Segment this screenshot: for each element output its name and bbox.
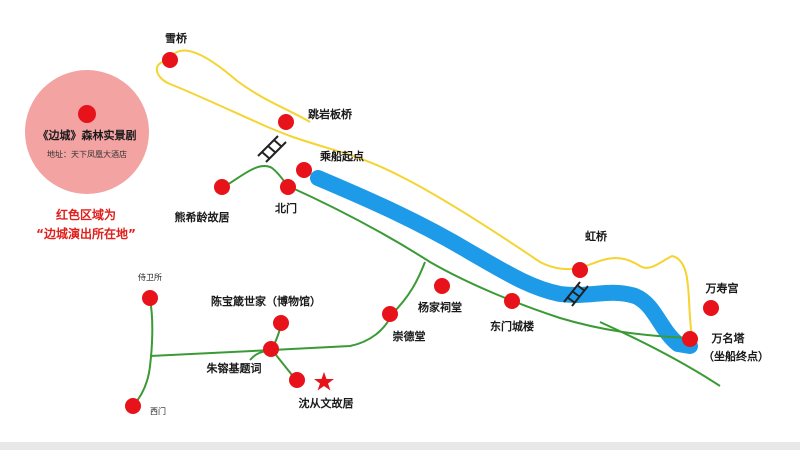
poi-hongqiao-label: 虹桥: [585, 229, 608, 243]
tuojiang-river: [310, 170, 698, 354]
poi-shencongwenguju-marker[interactable]: [289, 372, 305, 388]
poi-ximen-label: 西门: [150, 406, 166, 416]
poi-yangjiacitang-label: 杨家祠堂: [418, 300, 462, 314]
venue-area[interactable]: [25, 70, 149, 194]
venue-address: 地址：天下凤凰大酒店: [47, 149, 127, 159]
poi-chengchuanqidian-label: 乘船起点: [319, 149, 364, 163]
poi-chongdetang-marker[interactable]: [382, 306, 398, 322]
poi-wanmingta-note: （坐船终点）: [703, 349, 769, 363]
poi-shencongwenguju-label: 沈从文故居: [299, 396, 354, 410]
venue-marker[interactable]: [78, 105, 96, 123]
poi-shiwensuo-marker[interactable]: [142, 290, 158, 306]
yellow-trail: [155, 59, 693, 341]
yellow-trail-top: [171, 49, 311, 123]
poi-dongmenchenglou-marker[interactable]: [504, 293, 520, 309]
poi-chengchuanqidian-marker[interactable]: [296, 162, 312, 178]
poi-xueqiao-label: 雪桥: [165, 31, 188, 45]
venue-note-line1: 红色区域为: [56, 207, 116, 222]
poi-shiwensuo-label: 侍卫所: [138, 272, 162, 282]
poi-yangjiacitang-marker[interactable]: [434, 278, 450, 294]
poi-zhuxijitici-label: 朱镕基题词: [206, 361, 262, 375]
venue-title: 《边城》森林实景剧: [38, 128, 137, 142]
poi-chenbaozhenshijia-label: 陈宝箴世家（博物馆）: [211, 294, 321, 308]
poi-wanshougong-marker[interactable]: [703, 300, 719, 316]
poi-wanmingta-label: 万名塔: [711, 331, 746, 345]
hongqiao-bridge-icon: [563, 281, 589, 307]
poi-xueqiao-marker[interactable]: [162, 52, 178, 68]
poi-xiongxilingguju-marker[interactable]: [214, 179, 230, 195]
poi-wanmingta-marker[interactable]: [682, 331, 698, 347]
poi-zhuxijitici-marker[interactable]: [263, 341, 279, 357]
tiaoyan-bridge-icon: [257, 135, 287, 163]
poi-chongdetang-label: 崇德堂: [393, 329, 426, 343]
poi-beimen-marker[interactable]: [280, 179, 296, 195]
poi-beimen-label: 北门: [275, 201, 297, 215]
poi-wanshougong-label: 万寿宫: [705, 281, 739, 295]
poi-ximen-marker[interactable]: [125, 398, 141, 414]
poi-tiaoyanbanqiao-marker[interactable]: [278, 114, 294, 130]
venue-note-line2: “边城演出所在地”: [36, 226, 136, 241]
poi-dongmenchenglou-label: 东门城楼: [490, 319, 534, 333]
poi-hongqiao-marker[interactable]: [572, 262, 588, 278]
bottom-bar: [0, 442, 800, 450]
poi-chenbaozhenshijia-marker[interactable]: [273, 315, 289, 331]
poi-tiaoyanbanqiao-label: 跳岩板桥: [308, 107, 353, 121]
shencongwen-star-icon: [314, 372, 334, 391]
poi-xiongxilingguju-label: 熊希龄故居: [175, 210, 230, 224]
